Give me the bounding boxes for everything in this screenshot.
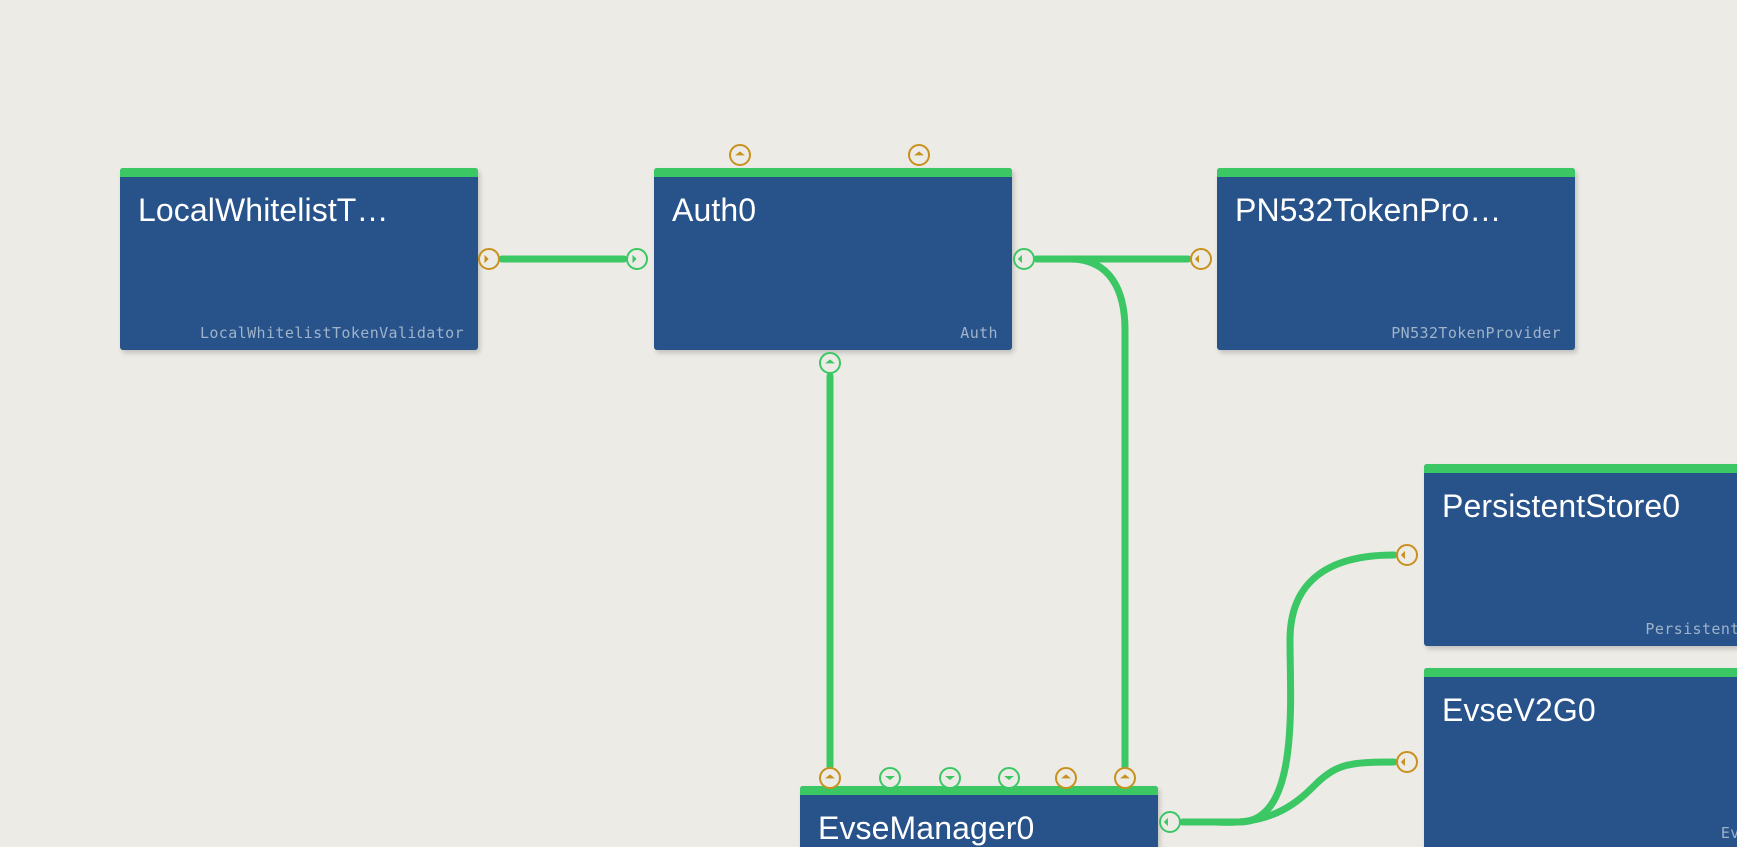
node-header-bar: [654, 168, 1012, 177]
connector-pin-left-icon[interactable]: [1396, 544, 1418, 566]
connector-pin-left-icon[interactable]: [1159, 811, 1181, 833]
node-header-bar: [1424, 464, 1737, 473]
connector-pin-down-icon[interactable]: [998, 767, 1020, 789]
connector-pin-up-icon[interactable]: [1055, 767, 1077, 789]
node-header-bar: [1217, 168, 1575, 177]
node-title: EvseV2G0: [1442, 692, 1596, 728]
node-subtitle: PersistentSto: [1645, 620, 1737, 638]
node-header-bar: [120, 168, 478, 177]
node-title: Auth0: [672, 192, 757, 228]
connector-pin-right-icon[interactable]: [626, 248, 648, 270]
graph-node[interactable]: EvseV2G0EvseV: [1424, 668, 1737, 847]
connector-pin-left-icon[interactable]: [1396, 751, 1418, 773]
node-subtitle: Auth: [960, 324, 998, 342]
connector-pin-up-icon[interactable]: [819, 352, 841, 374]
connector-pin-up-icon[interactable]: [819, 767, 841, 789]
connector-pin-up-icon[interactable]: [729, 144, 751, 166]
node-subtitle: PN532TokenProvider: [1391, 324, 1561, 342]
graph-node[interactable]: PN532TokenPro… PN532TokenProvider: [1217, 168, 1575, 350]
node-title: EvseManager0: [818, 810, 1035, 846]
node-body: EvseManager0: [800, 795, 1158, 847]
connector-pin-down-icon[interactable]: [939, 767, 961, 789]
node-header-bar: [1424, 668, 1737, 677]
graph-node[interactable]: EvseManager0: [800, 786, 1158, 847]
graph-edge[interactable]: [1033, 255, 1129, 770]
node-title: LocalWhitelistT…: [138, 192, 389, 228]
graph-node[interactable]: LocalWhitelistT… LocalWhitelistTokenValid…: [120, 168, 478, 350]
connector-pin-up-icon[interactable]: [908, 144, 930, 166]
graph-edge[interactable]: [1179, 551, 1398, 826]
node-body: PersistentStore0PersistentSto: [1424, 473, 1737, 646]
graph-node[interactable]: PersistentStore0PersistentSto: [1424, 464, 1737, 646]
node-title: PersistentStore0: [1442, 488, 1681, 524]
node-subtitle: EvseV: [1720, 824, 1737, 842]
node-title: PN532TokenPro…: [1235, 192, 1502, 228]
connector-pin-down-icon[interactable]: [879, 767, 901, 789]
node-body: PN532TokenPro… PN532TokenProvider: [1217, 177, 1575, 350]
node-header-bar: [800, 786, 1158, 795]
node-body: EvseV2G0EvseV: [1424, 677, 1737, 847]
node-body: LocalWhitelistT… LocalWhitelistTokenValid…: [120, 177, 478, 350]
connector-pin-right-icon[interactable]: [478, 248, 500, 270]
graph-edge[interactable]: [1179, 758, 1398, 826]
connector-pin-up-icon[interactable]: [1114, 767, 1136, 789]
connector-pin-left-icon[interactable]: [1013, 248, 1035, 270]
node-subtitle: LocalWhitelistTokenValidator: [199, 324, 464, 342]
connector-pin-left-icon[interactable]: [1190, 248, 1212, 270]
